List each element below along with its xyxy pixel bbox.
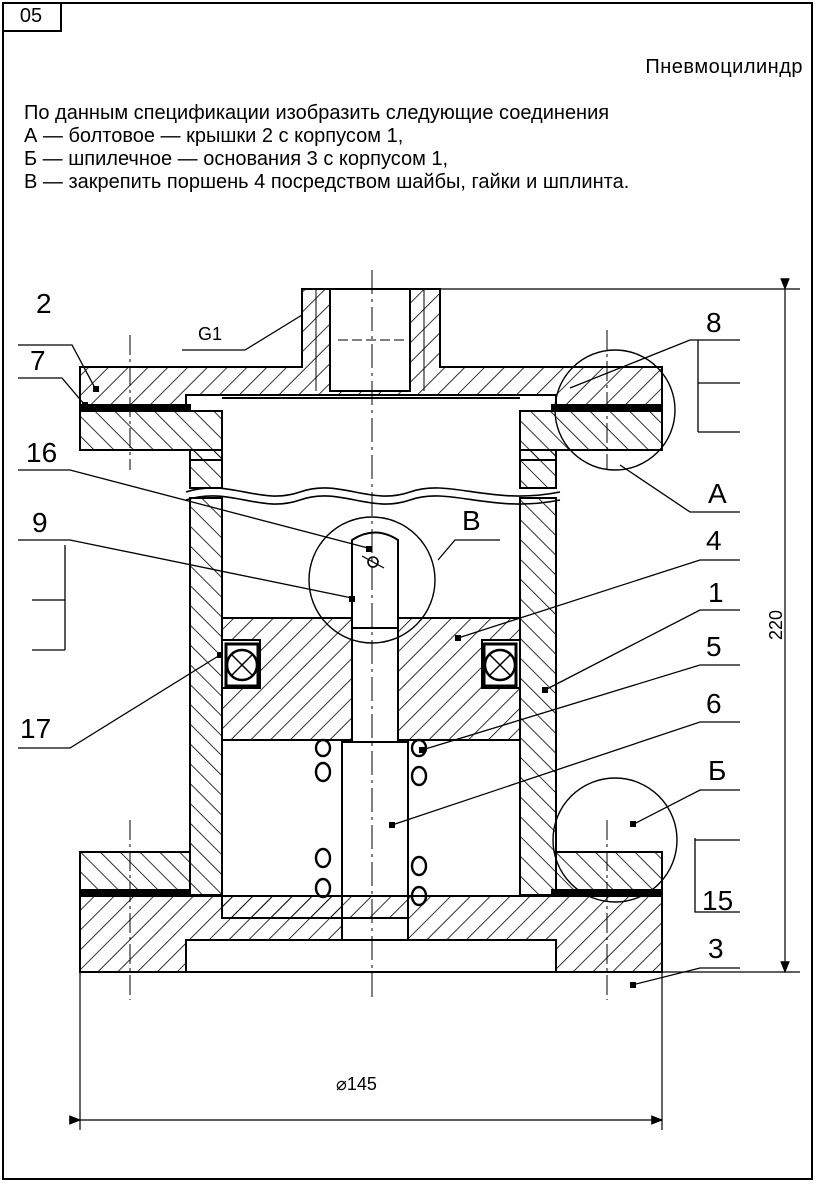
label-part-2: 2 (36, 288, 52, 319)
leader-dots (82, 386, 636, 988)
task-item-b: Б — шпилечное — основания 3 с корпусом 1… (24, 148, 449, 170)
label-part-9: 9 (32, 507, 48, 538)
break-line (185, 487, 561, 497)
label-part-7: 7 (30, 345, 46, 376)
detail-circle-v (308, 516, 436, 644)
detail-circle-a (554, 349, 676, 471)
label-part-15: 15 (702, 885, 733, 916)
task-item-v: В — закрепить поршень 4 посредством шайб… (24, 171, 630, 193)
base-part-3 (79, 895, 663, 973)
label-view-a: А (708, 478, 727, 509)
dimension-diameter (69, 972, 664, 1130)
label-part-8: 8 (706, 307, 722, 338)
piston-part-4 (221, 617, 521, 741)
task-text: По данным спецификации изобразить следую… (24, 102, 629, 194)
body-part-1 (79, 397, 663, 896)
label-part-6: 6 (706, 688, 722, 719)
label-part-17: 17 (20, 713, 51, 744)
task-intro: По данным спецификации изобразить следую… (24, 102, 610, 124)
detail-circle-b (552, 777, 678, 903)
label-part-16: 16 (26, 437, 57, 468)
label-view-b: Б (708, 755, 726, 786)
o-ring-part-17 (224, 642, 518, 688)
label-view-v: В (462, 505, 481, 536)
cover-part-2 (79, 288, 663, 409)
label-part-5: 5 (706, 631, 722, 662)
sheet-title: Пневмоцилиндр (645, 56, 803, 78)
thread-label: G1 (198, 324, 222, 344)
dim-height-label: 220 (766, 610, 786, 640)
dim-diameter-label: ⌀145 (336, 1074, 377, 1094)
label-part-3: 3 (708, 933, 724, 964)
label-part-4: 4 (706, 525, 722, 556)
sheet-number: 05 (2, 2, 62, 32)
label-part-1: 1 (708, 577, 724, 608)
leader-lines (18, 314, 740, 986)
task-item-a: А — болтовое — крышки 2 с корпусом 1, (24, 125, 404, 147)
